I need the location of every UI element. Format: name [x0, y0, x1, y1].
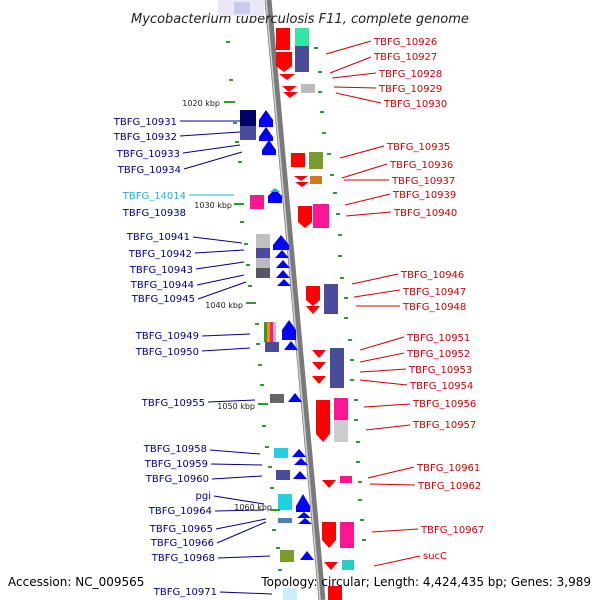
gene-label: TBFG_10932 [113, 132, 177, 143]
gene-label-highlight: TBFG_14014 [122, 191, 186, 202]
gene-label: TBFG_10962 [417, 481, 481, 492]
left-strand-genes [240, 110, 314, 600]
kbp-label: 1030 kbp [194, 201, 232, 210]
gene-bar [234, 2, 250, 14]
gene-label: TBFG_10940 [393, 208, 457, 219]
accession-text: Accession: NC_009565 [8, 575, 144, 589]
genome-backbone [264, 0, 326, 600]
gene-label: TBFG_10948 [402, 302, 466, 313]
gene-label: TBFG_10927 [373, 52, 437, 63]
gene-label: TBFG_10951 [406, 333, 470, 344]
gene-label: TBFG_10938 [122, 208, 186, 219]
gene-label: TBFG_10945 [131, 294, 195, 305]
gene-label: TBFG_10934 [117, 165, 181, 176]
right-gene-labels: TBFG_10926 TBFG_10927 TBFG_10928 TBFG_10… [325, 37, 484, 567]
kbp-label: 1040 kbp [205, 301, 243, 310]
gene-label: TBFG_10966 [150, 538, 214, 549]
gene-label: TBFG_10946 [400, 270, 464, 281]
gene-label: TBFG_10942 [128, 249, 192, 260]
gene-label: TBFG_10959 [144, 459, 208, 470]
gene-label: TBFG_10954 [409, 381, 473, 392]
gene-label: TBFG_10944 [130, 280, 194, 291]
genome-summary-text: Topology: circular; Length: 4,424,435 bp… [260, 575, 591, 589]
gene-label: TBFG_10928 [378, 69, 442, 80]
gene-label: TBFG_10952 [406, 349, 470, 360]
gene-label: TBFG_10953 [408, 365, 472, 376]
gene-label: TBFG_10956 [412, 399, 476, 410]
gene-label: TBFG_10947 [402, 287, 466, 298]
gene-label: TBFG_10971 [153, 587, 217, 598]
left-gene-labels: TBFG_10931 TBFG_10932 TBFG_10933 TBFG_10… [113, 117, 273, 598]
gene-label: TBFG_10961 [416, 463, 480, 474]
gene-label: TBFG_10937 [391, 176, 455, 187]
gene-label: TBFG_10967 [420, 525, 484, 536]
gene-label: TBFG_10931 [113, 117, 177, 128]
right-strand-genes [276, 28, 354, 600]
kbp-label: 1060 kbp [234, 503, 272, 512]
gene-label: TBFG_10955 [141, 398, 205, 409]
gene-label: TBFG_10930 [383, 99, 447, 110]
kbp-scale: 1020 kbp 1030 kbp 1040 kbp 1050 kbp 1060… [182, 99, 280, 512]
kbp-label: 1050 kbp [217, 402, 255, 411]
gene-label: TBFG_10929 [378, 84, 442, 95]
gene-label: TBFG_10964 [148, 506, 212, 517]
gene-label: TBFG_10950 [135, 347, 199, 358]
gene-label: TBFG_10965 [149, 524, 213, 535]
gene-label: TBFG_10960 [145, 474, 209, 485]
gene-label: TBFG_10949 [135, 331, 199, 342]
gene-label: TBFG_10933 [116, 149, 180, 160]
gene-label: TBFG_10936 [389, 160, 453, 171]
gene-label: TBFG_10943 [129, 265, 193, 276]
map-title: Mycobacterium tuberculosis F11, complete… [131, 12, 469, 27]
gene-label: TBFG_10968 [151, 553, 215, 564]
gene-label: TBFG_10957 [412, 420, 476, 431]
gene-label: TBFG_10935 [386, 142, 450, 153]
genome-backbone-highlight [265, 0, 321, 600]
gene-label: sucC [423, 551, 447, 562]
gene-label: TBFG_10939 [392, 190, 456, 201]
kbp-label: 1020 kbp [182, 99, 220, 108]
gene-label: TBFG_10926 [373, 37, 437, 48]
gene-label: TBFG_10958 [143, 444, 207, 455]
gene-label: pgi [196, 491, 211, 502]
gene-label: TBFG_10941 [126, 232, 190, 243]
